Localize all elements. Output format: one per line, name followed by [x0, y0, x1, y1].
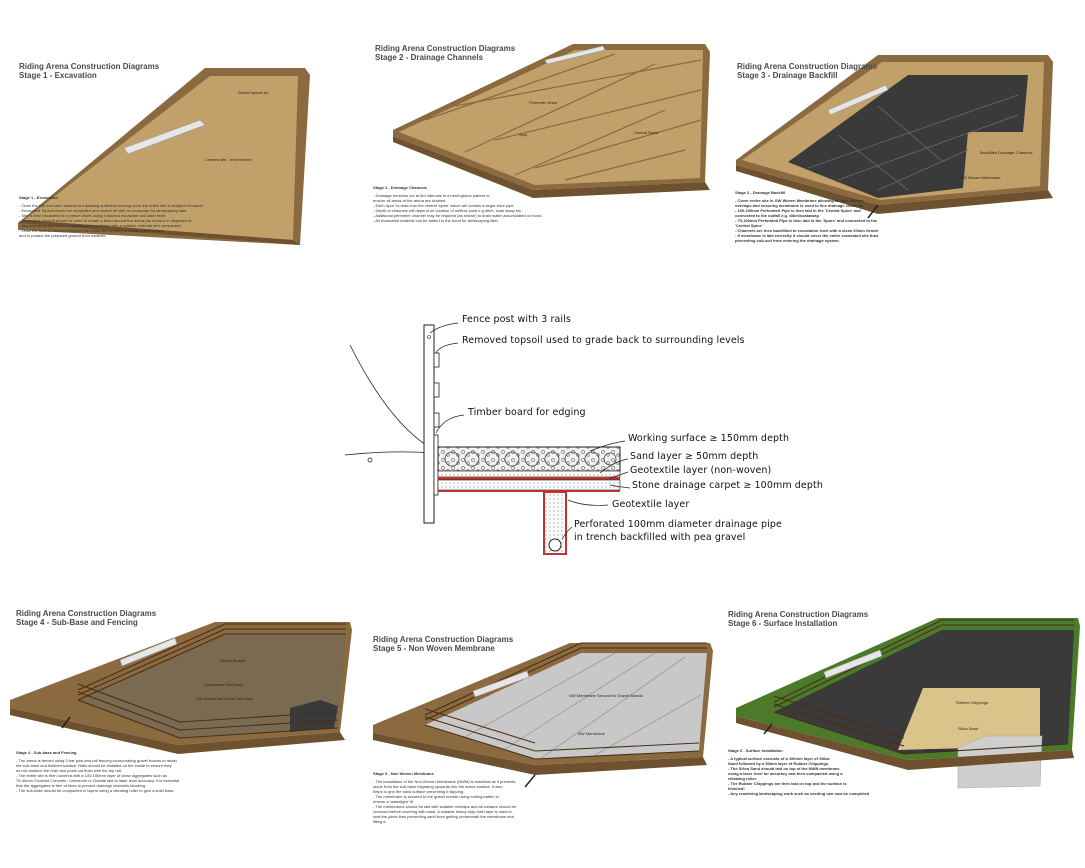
cross-section-drawing	[344, 322, 631, 555]
label-nwb-membrane: NWB Membrane	[924, 748, 954, 753]
stage-3-drainage-backfill-drawing	[736, 55, 1053, 219]
callout-sand-layer: Sand layer ≥ 50mm depth	[630, 451, 759, 462]
label-cleared-site: Cleared site - level formed	[205, 157, 252, 162]
callout-removed-topsoil: Removed topsoil used to grade back to su…	[462, 335, 745, 346]
stage-3-panel: Riding Arena Construction Diagrams Stage…	[728, 40, 1085, 265]
label-gw-woven-membrane: GW Woven Membrane	[960, 175, 1001, 180]
gw-woven-membrane-area	[788, 75, 1028, 198]
stage-6-title: Riding Arena Construction Diagrams Stage…	[728, 610, 869, 629]
label-rubber-chippings: Rubber Chippings	[956, 700, 989, 705]
stone-drainage-carpet	[437, 479, 621, 491]
drainage-trench	[543, 491, 567, 555]
label-backfilled-channels: Backfilled Drainage Channels	[980, 150, 1033, 155]
callout-geotextile-layer: Geotextile layer	[612, 499, 690, 510]
label-gravel-boards: Gravel Boards	[220, 658, 246, 663]
stage-5-notes: Stage 5 - Non Woven Membrane - The insta…	[373, 771, 517, 824]
label-silica-sand: Silica Sand	[958, 726, 979, 731]
timber-edging-board	[433, 434, 439, 496]
stage-1-excavation-drawing	[18, 68, 310, 245]
label-central-spine: Central Spine	[634, 130, 659, 135]
stage-2-notes: Stage 2 - Drainage Channels - Drainage t…	[373, 185, 543, 223]
stage-5-non-woven-membrane-drawing	[373, 642, 713, 788]
stage-4-notes: Stage 4 - Sub-base and Fencing - The are…	[16, 750, 180, 793]
working-surface-layer	[437, 446, 621, 472]
stage-1-panel: Riding Arena Construction Diagrams Stage…	[0, 50, 350, 265]
drainage-pipe	[548, 538, 562, 552]
sand-layer	[437, 470, 621, 478]
stage-3-title: Riding Arena Construction Diagrams Stage…	[737, 62, 878, 81]
label-spur: Spur	[519, 132, 528, 137]
stage-4-panel: Riding Arena Construction Diagrams Stage…	[0, 600, 362, 868]
label-compacted-subbase: Compacted Sub-Base	[204, 682, 244, 687]
stage-2-drainage-channels-drawing	[393, 44, 710, 198]
stage-2-panel: Riding Arena Construction Diagrams Stage…	[365, 30, 720, 260]
stage-5-panel: Riding Arena Construction Diagrams Stage…	[365, 625, 720, 868]
label-nw-membrane-secured: NW Membrane Secured to Gravel Boards	[569, 693, 644, 698]
stage-1-title: Riding Arena Construction Diagrams Stage…	[19, 62, 160, 81]
stage-5-title: Riding Arena Construction Diagrams Stage…	[373, 635, 514, 654]
geotextile-non-woven	[438, 477, 620, 480]
callout-stone-carpet: Stone drainage carpet ≥ 100mm depth	[632, 480, 823, 491]
stored-topsoil-stockpile	[123, 119, 206, 155]
callout-working-surface: Working surface ≥ 150mm depth	[628, 433, 790, 444]
stage-6-surface-installation-drawing	[736, 618, 1080, 789]
label-perimeter-drain: Perimeter Drain	[529, 100, 558, 105]
stage-2-title: Riding Arena Construction Diagrams Stage…	[375, 44, 516, 63]
callout-drainage-pipe: Perforated 100mm diameter drainage pipe	[574, 519, 782, 530]
stage-1-notes: Stage 1 - Excavation - Once the site has…	[19, 195, 204, 238]
compacted-subbase	[78, 634, 346, 738]
label-stored-topsoil: Stored topsoil for	[238, 90, 269, 95]
arena-cross-section: Fence post with 3 rails Removed topsoil …	[340, 305, 823, 575]
nw-membrane-area	[425, 653, 707, 759]
callout-timber-board: Timber board for edging	[468, 407, 586, 418]
fence-post	[423, 324, 435, 524]
callout-pea-gravel: in trench backfilled with pea gravel	[574, 532, 746, 543]
gw-membrane-under-subbase	[290, 700, 338, 732]
stage-4-title: Riding Arena Construction Diagrams Stage…	[16, 609, 157, 628]
label-nw-membrane: NW Membrane	[578, 731, 605, 736]
callout-geotextile-non-woven: Geotextile layer (non-woven)	[630, 465, 772, 476]
stage-6-notes: Stage 6 - Surface Installation - A typic…	[728, 748, 870, 796]
silica-sand-area	[898, 688, 1040, 750]
callout-fence-post: Fence post with 3 rails	[462, 314, 571, 325]
label-gw-membrane-under-subbase: GW Membrane Under Sub-base	[196, 696, 254, 701]
stage-4-subbase-fencing-drawing	[10, 622, 352, 754]
stage-3-notes: Stage 3 - Drainage Backfill - Cover enti…	[735, 190, 879, 243]
stage-6-panel: Riding Arena Construction Diagrams Stage…	[728, 600, 1085, 868]
